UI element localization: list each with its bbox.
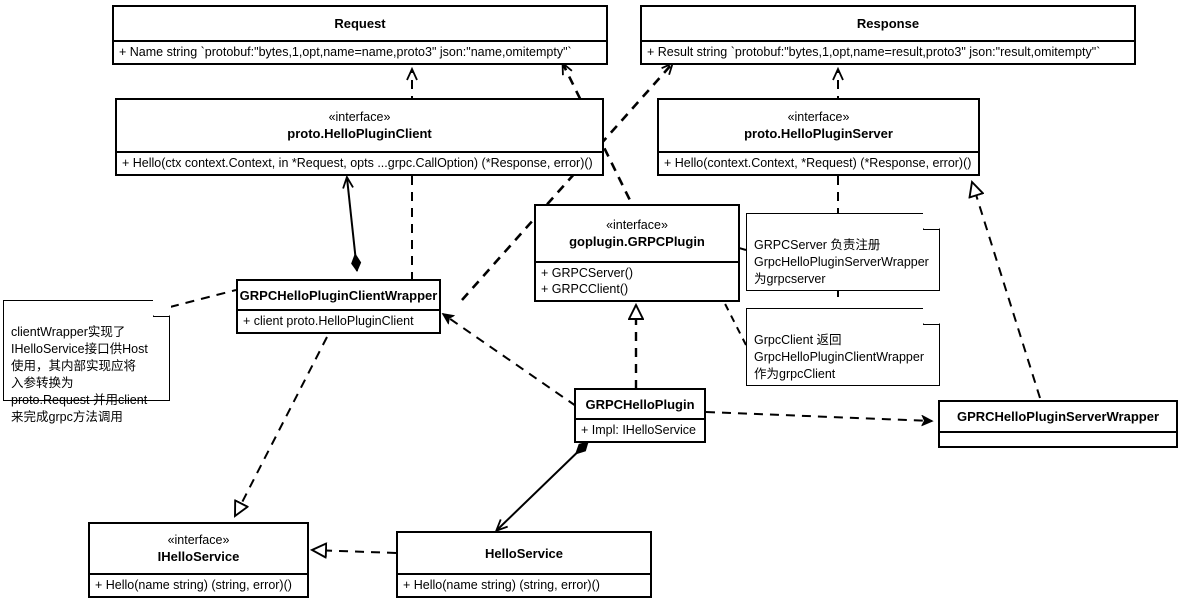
edge-dep-plugin-to-server-wrapper	[705, 411, 932, 421]
class-title: GRPCHelloPlugin	[585, 396, 695, 412]
class-grpc-hello-plugin[interactable]: GRPCHelloPlugin + Impl: IHelloService	[574, 388, 706, 443]
edge-note-client-wrapper-anchor	[169, 289, 237, 308]
class-stereotype: «interface»	[787, 109, 850, 124]
edge-real-helloservice-to-ihelloservice	[312, 550, 397, 553]
class-operations: + Hello(ctx context.Context, in *Request…	[117, 151, 602, 174]
note-fold-icon	[923, 213, 939, 230]
class-title: GRPCHelloPluginClientWrapper	[239, 287, 438, 303]
note-text: clientWrapper实现了 IHelloService接口供Host 使用…	[11, 325, 148, 424]
class-attributes: + Result string `protobuf:"bytes,1,opt,n…	[642, 40, 1134, 63]
note-grpcclient[interactable]: GrpcClient 返回 GrpcHelloPluginClientWrapp…	[746, 307, 941, 386]
class-title: GPRCHelloPluginServerWrapper	[956, 409, 1160, 424]
class-header: GPRCHelloPluginServerWrapper	[940, 402, 1176, 431]
class-title: Request	[334, 16, 386, 31]
edge-comp-plugin-to-helloservice	[497, 441, 588, 530]
class-header: «interface» proto.HelloPluginServer	[659, 100, 978, 151]
class-operations: + Hello(name string) (string, error)()	[90, 573, 307, 596]
class-attributes: + Name string `protobuf:"bytes,1,opt,nam…	[114, 40, 606, 63]
class-member: + Hello(ctx context.Context, in *Request…	[122, 156, 593, 170]
class-title: proto.HelloPluginClient	[287, 125, 432, 141]
class-operations: + Hello(context.Context, *Request) (*Res…	[659, 151, 978, 174]
class-attributes: + client proto.HelloPluginClient	[238, 309, 439, 332]
class-header: Response	[642, 7, 1134, 40]
class-member: + Result string `protobuf:"bytes,1,opt,n…	[647, 45, 1101, 59]
class-header: GRPCHelloPluginClientWrapper	[238, 281, 439, 309]
note-client-wrapper[interactable]: clientWrapper实现了 IHelloService接口供Host 使用…	[3, 299, 171, 424]
class-goplugin-grpcplugin[interactable]: «interface» goplugin.GRPCPlugin + GRPCSe…	[534, 204, 740, 302]
class-operations: + GRPCServer() + GRPCClient()	[536, 261, 738, 300]
class-header: «interface» goplugin.GRPCPlugin	[536, 206, 738, 261]
note-fold-icon	[153, 300, 169, 317]
class-member: + client proto.HelloPluginClient	[243, 314, 414, 328]
class-header: «interface» IHelloService	[90, 524, 307, 573]
class-stereotype: «interface»	[167, 532, 230, 547]
note-text: GRPCServer 负责注册 GrpcHelloPluginServerWra…	[754, 238, 929, 286]
class-title: goplugin.GRPCPlugin	[569, 233, 705, 249]
note-text: GrpcClient 返回 GrpcHelloPluginClientWrapp…	[754, 333, 924, 381]
edge-dep-plugin-to-wrapper	[443, 314, 577, 407]
class-header: Request	[114, 7, 606, 40]
class-title: proto.HelloPluginServer	[744, 125, 893, 141]
class-request[interactable]: Request + Name string `protobuf:"bytes,1…	[112, 5, 608, 65]
class-member: + Impl: IHelloService	[581, 423, 696, 437]
note-fold-icon	[923, 308, 939, 325]
class-operations: + Hello(name string) (string, error)()	[398, 573, 650, 596]
class-member: + GRPCServer()	[541, 266, 634, 280]
edge-real-serverwrapper-to-pluginserver	[972, 182, 1041, 399]
class-gprc-hello-plugin-server-wrapper[interactable]: GPRCHelloPluginServerWrapper	[938, 400, 1178, 448]
class-member: + GRPCClient()	[541, 282, 629, 296]
edge-comp-wrapper-to-client	[347, 178, 357, 271]
edge-real-wrapper-to-ihelloservice	[235, 336, 328, 516]
class-ihelloservice[interactable]: «interface» IHelloService + Hello(name s…	[88, 522, 309, 598]
class-grpc-hello-plugin-client-wrapper[interactable]: GRPCHelloPluginClientWrapper + client pr…	[236, 279, 441, 334]
class-stereotype: «interface»	[328, 109, 391, 124]
class-helloservice[interactable]: HelloService + Hello(name string) (strin…	[396, 531, 652, 598]
class-member: + Hello(name string) (string, error)()	[403, 578, 600, 592]
class-response[interactable]: Response + Result string `protobuf:"byte…	[640, 5, 1136, 65]
class-title: Response	[856, 16, 920, 31]
class-member: + Hello(name string) (string, error)()	[95, 578, 292, 592]
class-header: HelloService	[398, 533, 650, 573]
class-title: HelloService	[484, 545, 564, 561]
class-header: GRPCHelloPlugin	[576, 390, 704, 418]
class-header: «interface» proto.HelloPluginClient	[117, 100, 602, 151]
class-attributes: + Impl: IHelloService	[576, 418, 704, 441]
class-proto-hello-plugin-server[interactable]: «interface» proto.HelloPluginServer + He…	[657, 98, 980, 176]
class-member: + Name string `protobuf:"bytes,1,opt,nam…	[119, 45, 572, 59]
class-title: IHelloService	[157, 548, 240, 564]
class-stereotype: «interface»	[606, 217, 668, 232]
class-proto-hello-plugin-client[interactable]: «interface» proto.HelloPluginClient + He…	[115, 98, 604, 176]
class-member: + Hello(context.Context, *Request) (*Res…	[664, 156, 972, 170]
class-attributes	[940, 431, 1176, 446]
note-grpcserver[interactable]: GRPCServer 负责注册 GrpcHelloPluginServerWra…	[746, 212, 941, 291]
